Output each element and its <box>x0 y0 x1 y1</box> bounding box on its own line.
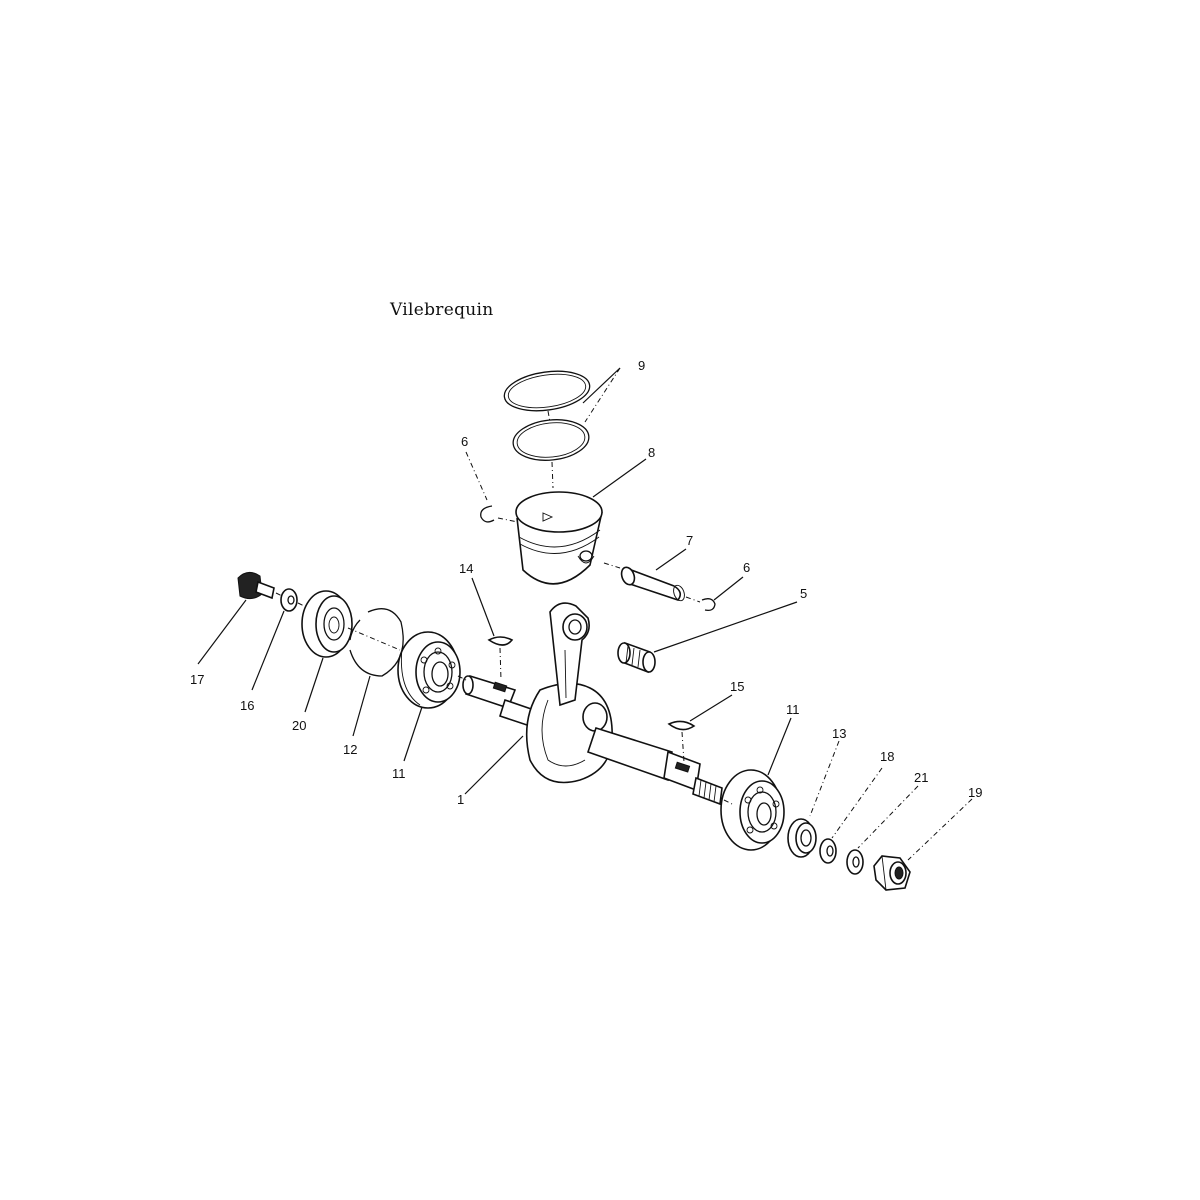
centerline-ring-piston <box>551 461 554 489</box>
label-18: 18 <box>880 749 894 764</box>
label-6-left: 6 <box>461 434 468 449</box>
ball-bearing-right <box>720 769 785 851</box>
label-12: 12 <box>343 742 357 757</box>
label-17: 17 <box>190 672 204 687</box>
label-8: 8 <box>648 445 655 460</box>
label-1: 1 <box>457 792 464 807</box>
piston <box>515 491 603 585</box>
label-11-left: 11 <box>392 766 406 781</box>
washer-small-left <box>280 588 307 612</box>
label-16: 16 <box>240 698 254 713</box>
retaining-ring <box>349 608 404 677</box>
piston-pin <box>603 562 701 603</box>
label-19: 19 <box>968 785 982 800</box>
label-21: 21 <box>914 770 928 785</box>
leader-lines <box>197 367 973 861</box>
woodruff-key-right <box>667 720 696 763</box>
flat-washer <box>819 838 837 864</box>
spacer-ring <box>787 818 817 858</box>
label-11-right: 11 <box>786 702 800 717</box>
label-13: 13 <box>832 726 846 741</box>
circlip-left <box>480 505 519 523</box>
oil-seal <box>301 590 467 681</box>
piston-ring-lower <box>512 419 590 461</box>
piston-ring-upper <box>503 370 591 412</box>
label-7: 7 <box>686 533 693 548</box>
label-5: 5 <box>800 586 807 601</box>
lock-washer <box>846 849 864 875</box>
label-15: 15 <box>730 679 744 694</box>
needle-bearing <box>617 641 656 674</box>
diagram-title: Vilebrequin <box>390 300 494 320</box>
label-20: 20 <box>292 718 306 733</box>
label-6-right: 6 <box>743 560 750 575</box>
circlip-right <box>701 598 716 612</box>
centerline-rings <box>547 410 551 423</box>
ball-bearing-left <box>397 631 461 709</box>
label-14: 14 <box>459 561 473 576</box>
hex-nut <box>873 855 911 891</box>
crankshaft <box>462 602 723 806</box>
woodruff-key-left <box>487 636 514 681</box>
bolt <box>237 572 283 600</box>
label-9: 9 <box>638 358 645 373</box>
